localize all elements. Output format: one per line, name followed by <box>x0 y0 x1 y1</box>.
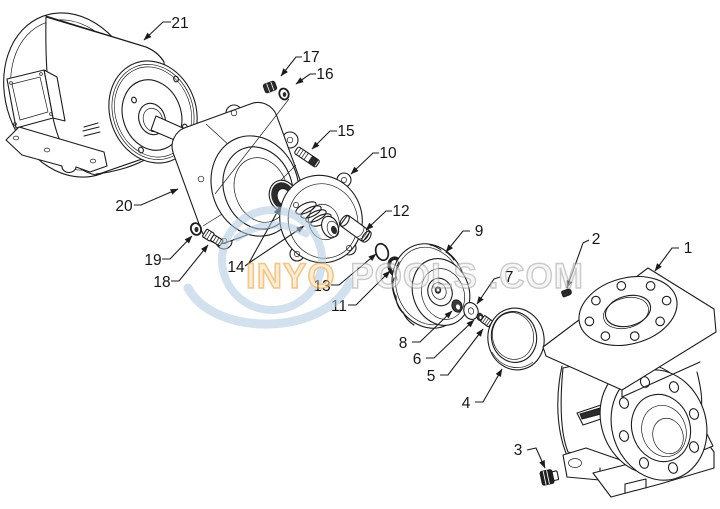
callout-4: 4 <box>462 395 471 412</box>
callout-19: 19 <box>144 252 161 269</box>
watermark-text-secondary: POOLS <box>350 257 478 296</box>
callout-17: 17 <box>302 49 319 66</box>
leader-3 <box>526 447 546 469</box>
leader-7 <box>476 276 501 305</box>
leader-5 <box>440 328 484 376</box>
pipe-plug-2 <box>561 288 572 298</box>
vent-slats <box>82 122 101 137</box>
leader-21 <box>143 21 171 41</box>
watermark-text-suffix: .COM <box>489 257 584 296</box>
callout-10: 10 <box>379 145 397 162</box>
callout-12: 12 <box>392 203 409 220</box>
motor <box>3 12 198 178</box>
conduit-box <box>6 69 66 129</box>
callout-3: 3 <box>514 442 523 459</box>
watermark: INYO POOLS .COM <box>183 206 584 329</box>
leader-16 <box>295 73 316 85</box>
callout-1: 1 <box>684 240 693 257</box>
callout-6: 6 <box>413 351 422 368</box>
callout-20: 20 <box>115 198 133 215</box>
leader-19 <box>162 235 193 260</box>
leader-9 <box>445 230 470 253</box>
top-flange-bolt-holes <box>584 281 672 341</box>
leader-8 <box>412 310 453 343</box>
leader-1 <box>654 247 679 272</box>
impeller-washer-7 <box>463 302 479 320</box>
leader-10 <box>350 152 379 175</box>
callout-2: 2 <box>592 231 601 248</box>
bracket-bolt-18 <box>202 228 224 247</box>
wear-ring <box>487 307 545 371</box>
shaft-nut-17 <box>262 80 278 94</box>
motor-base <box>5 126 108 174</box>
shaft-washer-16 <box>278 87 290 101</box>
leader-18 <box>171 244 209 282</box>
watermark-swoosh-icon <box>183 206 355 329</box>
leader-6 <box>426 319 475 359</box>
callout-8: 8 <box>399 335 408 352</box>
pump-housing <box>542 267 717 498</box>
leader-2 <box>566 239 590 289</box>
leader-lines <box>134 21 679 469</box>
watermark-text-primary: INYO <box>246 257 336 296</box>
flange-bolt-holes <box>618 376 700 474</box>
leader-13 <box>331 253 377 286</box>
callout-7: 7 <box>505 269 514 286</box>
callout-5: 5 <box>427 368 436 385</box>
leader-11 <box>348 270 391 306</box>
watermark-text: INYO POOLS .COM <box>246 257 584 296</box>
leader-4 <box>475 368 503 403</box>
axis-line-fastener <box>214 98 290 195</box>
leader-17 <box>280 56 302 77</box>
housing-front-flange <box>599 363 708 481</box>
callout-21: 21 <box>171 15 188 32</box>
bracket-washer-19 <box>189 222 203 236</box>
impeller-vanes <box>392 244 455 326</box>
mounting-stud-15 <box>294 146 320 168</box>
callout-9: 9 <box>475 223 484 240</box>
callout-15: 15 <box>337 123 354 140</box>
leader-20 <box>134 188 179 206</box>
leader-15 <box>311 130 337 150</box>
housing-top-plate <box>542 267 717 398</box>
shaft-sleeve <box>339 214 372 243</box>
callout-14: 14 <box>227 259 245 276</box>
drain-plug-3 <box>539 469 560 486</box>
impeller-washer-8 <box>451 299 463 313</box>
leader-12 <box>365 210 392 231</box>
callout-16: 16 <box>316 66 333 83</box>
callout-18: 18 <box>153 274 170 291</box>
callout-labels: 1 2 3 4 5 6 7 8 9 10 11 12 13 14 15 16 1… <box>115 15 692 459</box>
axis-line-stud <box>279 164 297 182</box>
